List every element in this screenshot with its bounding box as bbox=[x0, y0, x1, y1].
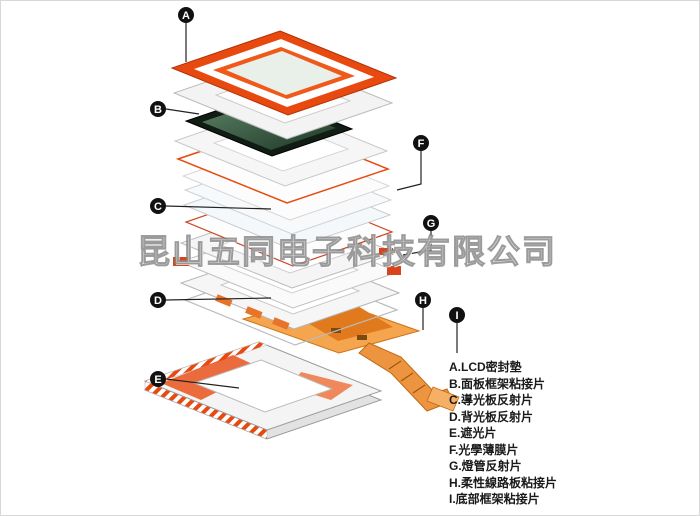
callout-e-letter: E bbox=[154, 374, 161, 386]
callout-b-circle bbox=[150, 101, 166, 117]
callout-d: D bbox=[150, 292, 166, 308]
callout-c: C bbox=[150, 198, 166, 214]
legend-item-i: I.底部框架粘接片 bbox=[449, 492, 540, 506]
callout-f: F bbox=[413, 135, 429, 151]
callout-c-letter: C bbox=[154, 201, 162, 213]
callout-h: H bbox=[415, 292, 431, 308]
callout-line-c bbox=[165, 205, 272, 210]
layer-a-seal-gasket bbox=[170, 30, 398, 116]
legend-item-e: E.遮光片 bbox=[449, 426, 497, 440]
legend: A.LCD密封墊 B.面板框架粘接片 C.導光板反射片 D.背光板反射片 E.遮… bbox=[449, 359, 557, 508]
callout-b: B bbox=[150, 101, 166, 117]
callout-c-circle bbox=[150, 198, 166, 214]
callout-line-f bbox=[396, 151, 422, 191]
legend-item-c: C.導光板反射片 bbox=[449, 393, 534, 407]
callout-lines bbox=[165, 23, 458, 389]
callout-g-circle bbox=[423, 215, 439, 231]
callout-b-letter: B bbox=[154, 104, 162, 116]
callout-h-letter: H bbox=[419, 295, 427, 307]
legend-item-g: G.燈管反射片 bbox=[449, 459, 522, 473]
callout-e: E bbox=[150, 371, 166, 387]
callout-a-letter: A bbox=[182, 10, 190, 22]
legend-item-b: B.面板框架粘接片 bbox=[449, 376, 546, 391]
callout-i: I bbox=[449, 307, 465, 323]
callout-h-circle bbox=[415, 292, 431, 308]
callout-a: A bbox=[178, 7, 194, 23]
callout-f-circle bbox=[413, 135, 429, 151]
callout-line-b bbox=[165, 108, 200, 115]
callout-line-d bbox=[165, 297, 272, 301]
legend-item-d: D.背光板反射片 bbox=[449, 409, 534, 424]
callout-line-e bbox=[165, 378, 240, 389]
callout-f-letter: F bbox=[418, 138, 425, 150]
callout-g-letter: G bbox=[427, 218, 436, 230]
callout-d-circle bbox=[150, 292, 166, 308]
callout-d-letter: D bbox=[154, 295, 162, 307]
callout-a-circle bbox=[178, 7, 194, 23]
legend-item-f: F.光學薄膜片 bbox=[449, 442, 519, 457]
legend-item-a: A.LCD密封墊 bbox=[449, 360, 522, 374]
callout-i-circle bbox=[449, 307, 465, 323]
callout-g: G bbox=[423, 215, 439, 231]
legend-item-h: H.柔性線路板粘接片 bbox=[449, 475, 558, 490]
callout-line-g bbox=[402, 231, 432, 256]
layer-e-bottom-frame bbox=[143, 341, 383, 440]
callout-e-circle bbox=[150, 371, 166, 387]
callout-i-letter: I bbox=[455, 310, 458, 322]
